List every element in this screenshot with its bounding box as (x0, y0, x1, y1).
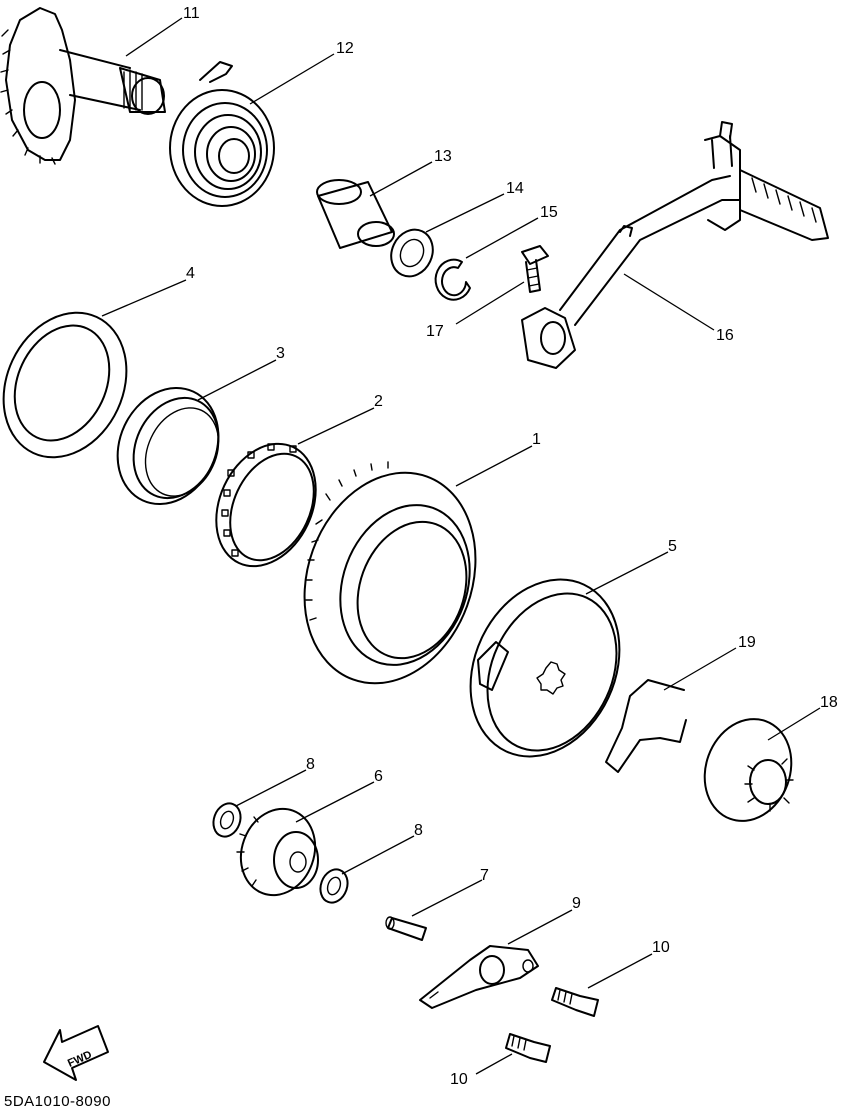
callout-9: 9 (572, 895, 581, 912)
drawing-code: 5DA1010-8090 (4, 1093, 111, 1109)
callout-14: 14 (506, 180, 524, 197)
callout-16: 16 (716, 327, 734, 344)
callout-17: 17 (426, 323, 444, 340)
kick-shaft-gear (0, 7, 166, 165)
callout-7: 7 (480, 867, 489, 884)
callout-8-upper: 8 (306, 756, 315, 773)
callout-5: 5 (668, 538, 677, 555)
callout-2: 2 (374, 393, 383, 410)
needle-bearing (215, 442, 317, 568)
pinion-gear (703, 718, 794, 822)
fwd-label: FWD (66, 1049, 94, 1070)
callout-4: 4 (186, 265, 195, 282)
torsion-spring (169, 61, 275, 207)
callout-12: 12 (336, 40, 354, 57)
lever (419, 945, 539, 1009)
spring-clip (605, 679, 687, 773)
callout-13: 13 (434, 148, 452, 165)
circlip (434, 258, 471, 301)
callout-19: 19 (738, 634, 756, 651)
bolt-10-upper (551, 987, 599, 1017)
large-ring (2, 311, 128, 459)
callout-11: 11 (183, 5, 200, 22)
collar (316, 179, 395, 249)
bolt-17 (521, 245, 549, 293)
washer-8-lower (319, 868, 349, 904)
callout-3: 3 (276, 345, 285, 362)
callout-15: 15 (540, 204, 558, 221)
callout-10-upper: 10 (652, 939, 670, 956)
callout-18: 18 (820, 694, 838, 711)
callout-labels: 11 12 13 14 15 4 3 2 1 17 16 5 19 18 8 6… (183, 5, 838, 1088)
ratchet-plate (469, 578, 621, 758)
fwd-arrow-icon: FWD (43, 1025, 109, 1081)
ratchet-gear (303, 461, 477, 685)
bearing-race (116, 386, 220, 506)
pin (385, 916, 427, 941)
bolt-10-lower (505, 1033, 551, 1063)
idler-gear (236, 807, 319, 897)
kick-crank (521, 121, 829, 369)
callout-6: 6 (374, 768, 383, 785)
washer-8-upper (212, 802, 242, 838)
callout-10-lower: 10 (450, 1071, 468, 1088)
callout-8-lower: 8 (414, 822, 423, 839)
callout-1: 1 (532, 431, 541, 448)
washer (390, 228, 434, 278)
leader-lines (101, 17, 821, 1075)
